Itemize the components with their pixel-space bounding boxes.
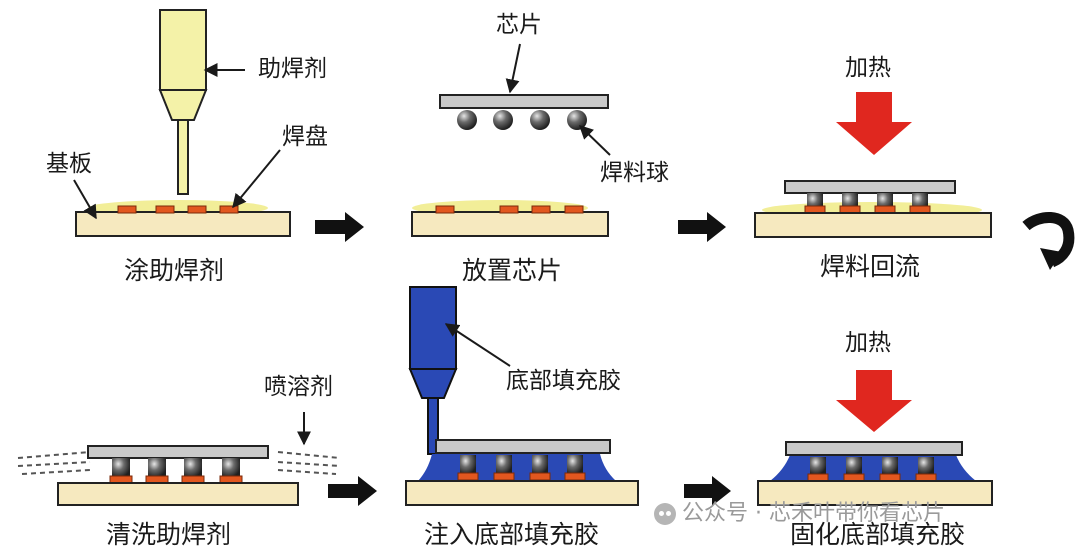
substrate — [75, 211, 291, 237]
process-arrow-icon — [678, 212, 726, 242]
label-heat-top: 加热 — [845, 55, 891, 81]
step2-title: 放置芯片 — [462, 256, 563, 285]
pointer-chip — [505, 43, 521, 94]
substrate — [405, 480, 639, 506]
label-chip: 芯片 — [496, 12, 542, 38]
step3-reflow — [754, 92, 992, 238]
underfill-glue — [418, 454, 616, 481]
process-arrow-icon — [684, 476, 731, 506]
label-pad: 焊盘 — [282, 124, 328, 150]
solder-joints — [457, 455, 586, 481]
pointer-underfill — [444, 323, 511, 367]
label-ball: 焊料球 — [600, 160, 669, 186]
underfill-dispenser-icon — [408, 286, 458, 455]
pads — [117, 205, 239, 214]
solder-joints — [804, 193, 931, 214]
step3-title: 焊料回流 — [820, 252, 921, 281]
wechat-icon — [654, 503, 676, 525]
step2-place-chip — [411, 43, 611, 237]
step5-inject-underfill — [405, 286, 639, 506]
chip — [439, 94, 609, 109]
solder-balls — [457, 110, 587, 130]
chip — [784, 180, 956, 194]
pads — [435, 205, 584, 214]
label-underfill: 底部填充胶 — [506, 368, 621, 394]
process-arrow-icon — [328, 476, 377, 506]
spray-left — [17, 451, 91, 475]
step6-title: 固化底部填充胶 — [790, 520, 966, 549]
solder-joints — [109, 458, 243, 484]
substrate — [757, 480, 993, 506]
pointer-pad — [232, 149, 281, 209]
substrate — [754, 212, 992, 238]
step1-apply-flux — [73, 9, 291, 237]
watermark-text: 公众号 · 芯禾叶带你看芯片 — [682, 501, 945, 526]
step6-cure-underfill — [757, 370, 993, 506]
flux-dispenser-icon — [158, 9, 208, 195]
chip — [785, 441, 963, 456]
step1-title: 涂助焊剂 — [124, 256, 225, 285]
pointer-ball — [578, 125, 611, 156]
step5-title: 注入底部填充胶 — [424, 520, 600, 549]
chip — [435, 439, 611, 454]
pointer-substrate — [73, 179, 97, 220]
process-wrap-arrow-icon — [1022, 212, 1075, 270]
spray-right — [277, 451, 341, 475]
label-flux: 助焊剂 — [258, 56, 327, 82]
step4-clean-flux — [17, 412, 341, 506]
chip — [87, 445, 269, 459]
label-heat-bottom: 加热 — [845, 330, 891, 356]
label-solvent: 喷溶剂 — [264, 374, 333, 400]
underfill-glue — [770, 455, 976, 481]
substrate — [411, 211, 609, 237]
heat-arrow-icon — [836, 92, 912, 155]
step4-title: 清洗助焊剂 — [106, 520, 232, 549]
substrate — [57, 482, 299, 506]
process-arrow-icon — [315, 212, 364, 242]
heat-arrow-icon — [836, 370, 912, 432]
label-substrate: 基板 — [46, 151, 92, 177]
